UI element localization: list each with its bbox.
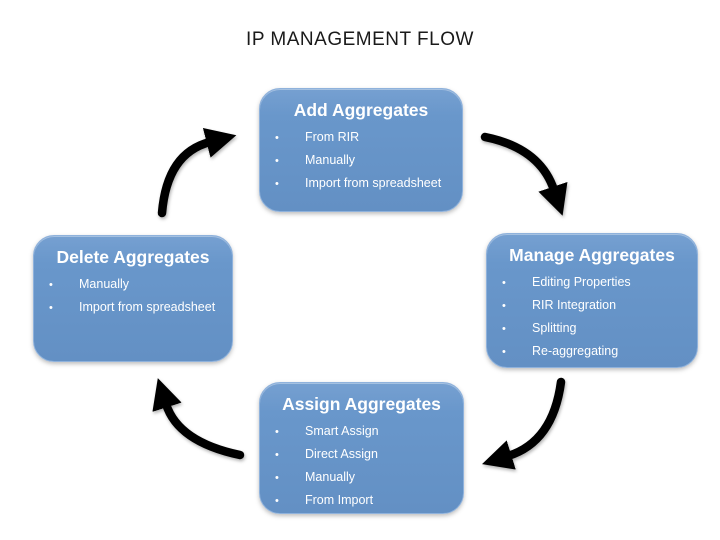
bullet-icon: • (275, 155, 279, 167)
node-assign-aggregates: Assign Aggregates • Smart Assign • Direc… (259, 382, 464, 514)
bullet-icon: • (275, 426, 279, 438)
bullet-label: Manually (305, 153, 356, 167)
bullet-icon: • (275, 495, 279, 507)
node-add-aggregates: Add Aggregates • From RIR • Manually • I… (259, 88, 463, 212)
bullet-label: Smart Assign (305, 424, 379, 438)
bullet-icon: • (49, 279, 53, 291)
bullet-icon: • (502, 323, 506, 335)
bullet-label: Import from spreadsheet (305, 176, 442, 190)
diagram-title: IP MANAGEMENT FLOW (246, 29, 474, 50)
bullet-icon: • (275, 449, 279, 461)
bullet-label: Splitting (532, 321, 577, 335)
bullet-item: • Smart Assign (260, 420, 463, 443)
bullet-item: • Manually (260, 149, 462, 172)
bullet-item: • RIR Integration (487, 294, 697, 317)
node-title: Add Aggregates (293, 100, 429, 120)
bullet-icon: • (275, 178, 279, 190)
bullet-item: • Splitting (487, 317, 697, 340)
node-title: Manage Aggregates (509, 245, 675, 265)
bullet-item: • Import from spreadsheet (260, 172, 462, 195)
bullet-label: Manually (305, 470, 356, 484)
node-title: Delete Aggregates (56, 247, 210, 267)
bullet-icon: • (502, 300, 506, 312)
bullet-label: From Import (305, 493, 374, 507)
arrow-delete-to-add (157, 128, 237, 218)
bullet-label: Direct Assign (305, 447, 378, 461)
bullet-item: • Import from spreadsheet (34, 296, 232, 319)
bullet-icon: • (502, 346, 506, 358)
arrow-manage-to-assign (482, 377, 566, 470)
bullet-item: • Manually (34, 273, 232, 296)
bullet-label: Editing Properties (532, 275, 631, 289)
bullet-icon: • (49, 302, 53, 314)
bullet-icon: • (275, 132, 279, 144)
node-title: Assign Aggregates (282, 394, 441, 414)
arrow-add-to-manage (480, 132, 568, 216)
bullet-label: Manually (79, 277, 130, 291)
bullet-item: • Re-aggregating (487, 340, 697, 363)
bullet-item: • Manually (260, 466, 463, 489)
node-manage-aggregates: Manage Aggregates • Editing Properties •… (486, 233, 698, 368)
bullet-label: RIR Integration (532, 298, 617, 312)
bullet-item: • From RIR (260, 126, 462, 149)
bullet-item: • Direct Assign (260, 443, 463, 466)
node-delete-aggregates: Delete Aggregates • Manually • Import fr… (33, 235, 233, 362)
bullet-icon: • (275, 472, 279, 484)
bullet-label: Import from spreadsheet (79, 300, 216, 314)
bullet-icon: • (502, 277, 506, 289)
bullet-item: • Editing Properties (487, 271, 697, 294)
arrow-assign-to-delete (152, 378, 245, 460)
bullet-item: • From Import (260, 489, 463, 512)
bullet-label: Re-aggregating (532, 344, 619, 358)
bullet-label: From RIR (305, 130, 360, 144)
